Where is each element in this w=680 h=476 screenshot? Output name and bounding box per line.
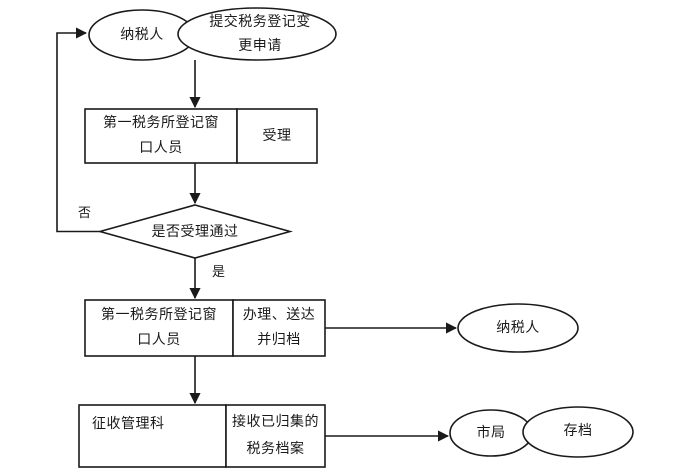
node-shape-receive-archive[interactable]	[225, 404, 326, 468]
node-shape-submit-request[interactable]	[177, 7, 337, 61]
node-shape-filing[interactable]	[522, 406, 634, 458]
edge-decision-no-loop	[56, 27, 100, 233]
edge-label-no-branch: 否	[78, 206, 92, 221]
node-shape-accept-action[interactable]	[236, 108, 318, 164]
node-shape-collection-admin-section[interactable]	[78, 404, 227, 468]
node-shape-office-window-staff-1[interactable]	[84, 108, 238, 164]
node-shape-city-bureau[interactable]	[449, 409, 533, 457]
node-shape-decision-accept[interactable]	[97, 204, 293, 259]
node-shape-office-window-staff-2[interactable]	[84, 299, 234, 357]
node-shape-taxpayer-end[interactable]	[457, 303, 579, 353]
edge-label-yes-branch: 是	[212, 265, 226, 280]
node-shape-handle-deliver-archive[interactable]	[232, 299, 326, 357]
